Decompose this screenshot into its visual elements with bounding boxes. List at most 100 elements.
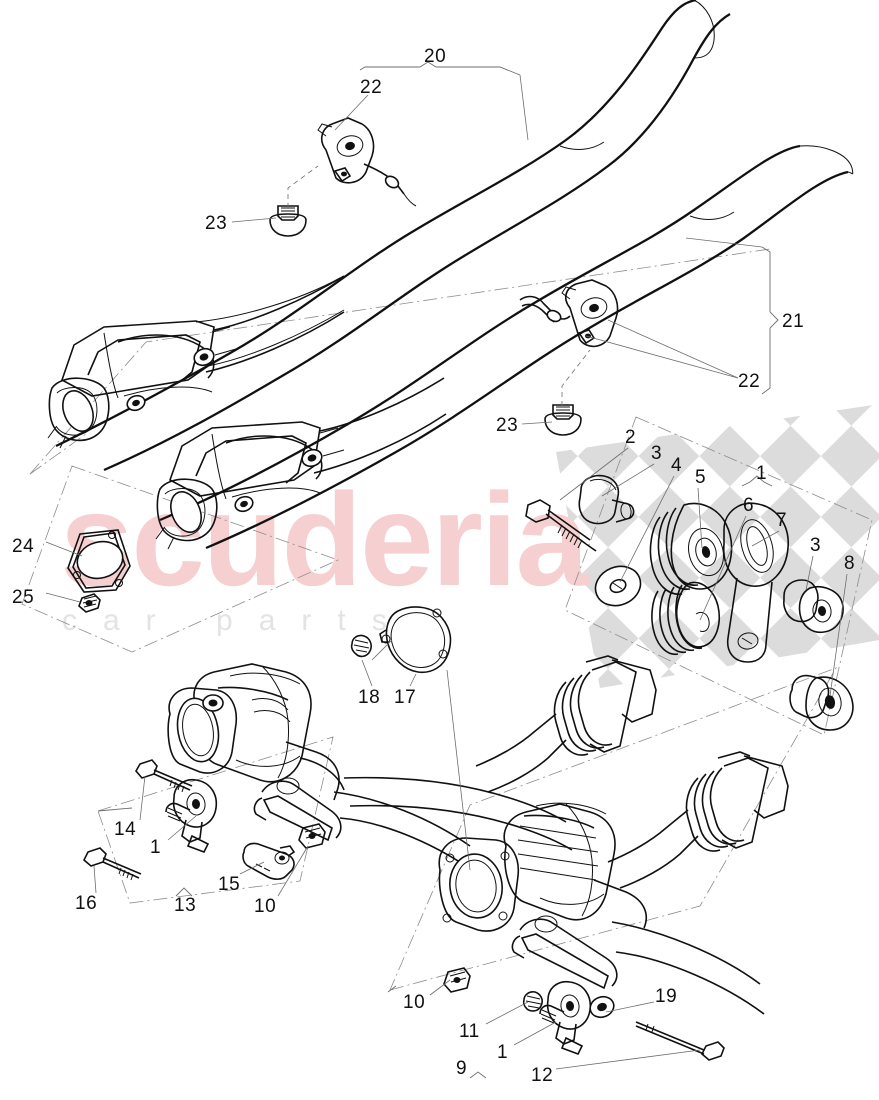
callout-14: 14 <box>114 819 136 840</box>
leader-20 <box>519 74 529 141</box>
stud-bolt-2 <box>525 499 597 552</box>
leader-8 <box>829 573 848 697</box>
callout-3-lower: 3 <box>810 535 821 556</box>
leader-16 <box>93 865 97 894</box>
callout-21: 21 <box>782 311 804 332</box>
downpipe-flex-lower <box>607 751 789 889</box>
catalytic-converter-upper-right <box>155 377 447 550</box>
washer-4 <box>594 565 642 607</box>
callout-11: 11 <box>459 1021 480 1042</box>
leader-23-upper <box>231 217 277 223</box>
leader-21 <box>685 237 763 248</box>
callout-20: 20 <box>424 46 446 67</box>
callout-15: 15 <box>218 874 240 895</box>
callout-6: 6 <box>743 495 754 516</box>
group-boundary-bracket-13 <box>97 736 334 904</box>
rubber-bellows-6 <box>651 581 720 656</box>
bolt-12 <box>635 1021 725 1061</box>
callout-10-left: 10 <box>254 896 276 917</box>
bracket-21 <box>761 246 779 395</box>
leader-18 <box>361 659 373 687</box>
leader-3-lower <box>805 555 814 591</box>
leader-10-right <box>429 979 451 996</box>
callout-1-kit: 1 <box>756 463 767 484</box>
callout-22-upper: 22 <box>360 77 382 98</box>
leader-2 <box>559 447 629 501</box>
gasket-triangular-24 <box>67 529 131 593</box>
catalytic-converter-upper-left <box>47 275 345 449</box>
bracket-1-kit <box>741 475 773 487</box>
leader-5 <box>697 487 703 549</box>
callout-19: 19 <box>655 986 677 1007</box>
leader-22-lower <box>607 319 739 379</box>
bolt-14 <box>135 759 193 793</box>
callout-10-right: 10 <box>403 992 425 1013</box>
leader-23-lower <box>521 421 553 425</box>
hanger-mount-22-upper <box>317 117 417 207</box>
leader-11 <box>485 1001 529 1025</box>
nut-25 <box>78 593 101 613</box>
leader-4 <box>619 475 675 583</box>
callout-3-upper: 3 <box>651 443 662 464</box>
callout-2: 2 <box>625 427 636 448</box>
leader-1-bottom <box>513 1021 557 1046</box>
exhaust-pipe-lower-21 <box>159 144 854 550</box>
callout-23-upper: 23 <box>205 213 227 234</box>
callout-1-left: 1 <box>150 837 161 858</box>
leader-1-left <box>167 815 197 841</box>
catalytic-converter-lower-right <box>438 802 765 1015</box>
callout-12: 12 <box>531 1065 553 1086</box>
bolt-23-lower <box>544 404 582 436</box>
hanger-mount-22-lower <box>519 279 619 348</box>
leader-10-left <box>277 845 309 897</box>
callout-7: 7 <box>776 510 787 531</box>
group-boundary-cat-9 <box>389 667 837 991</box>
callout-16: 16 <box>75 893 97 914</box>
callout-17: 17 <box>394 687 416 708</box>
callout-18: 18 <box>358 687 380 708</box>
leader-23-lower-dash <box>561 349 591 406</box>
rubber-mount-1-lower-left <box>165 778 218 854</box>
spacer-sleeve-8 <box>789 674 854 731</box>
leader-3-upper <box>601 463 655 497</box>
leader-12 <box>555 1049 701 1070</box>
watermark-tagline: car parts <box>62 604 413 637</box>
leader-18b <box>371 639 393 661</box>
leader-19 <box>605 1001 655 1013</box>
bolt-16 <box>83 847 142 881</box>
leader-15 <box>239 861 265 875</box>
nut-18 <box>350 634 372 658</box>
leader-22-upper <box>334 94 369 131</box>
nut-11 <box>522 991 543 1012</box>
leader-17-long <box>446 669 471 871</box>
leader-14 <box>139 775 146 821</box>
callout-23-lower: 23 <box>496 415 518 436</box>
callout-5: 5 <box>695 467 706 488</box>
washer-19 <box>589 995 615 1019</box>
callout-9: 9 <box>456 1058 467 1079</box>
checkered-flag-icon <box>556 404 879 688</box>
hanger-link-arm-7 <box>723 502 789 663</box>
leader-17 <box>409 673 417 687</box>
callout-1-bottom: 1 <box>497 1042 508 1063</box>
downpipe-flex-upper <box>343 655 657 851</box>
leader-6 <box>699 515 747 621</box>
mounting-plate-15 <box>242 842 296 880</box>
callout-22-lower: 22 <box>738 371 760 392</box>
clip-nut-10-left <box>298 823 326 849</box>
washer-3-lower <box>783 579 844 634</box>
leader-22-lower-2 <box>585 335 739 379</box>
group-boundary-gasket-24 <box>21 465 340 653</box>
leader-7 <box>751 530 780 547</box>
exhaust-pipe-upper-20 <box>55 0 731 472</box>
bracket-20 <box>359 61 521 76</box>
callout-25: 25 <box>12 587 34 608</box>
callout-4: 4 <box>671 455 682 476</box>
bracket-13 <box>97 807 193 897</box>
group-boundary-mounting-kit <box>564 416 873 736</box>
callout-13: 13 <box>174 895 196 916</box>
bracket-9 <box>387 985 487 1079</box>
